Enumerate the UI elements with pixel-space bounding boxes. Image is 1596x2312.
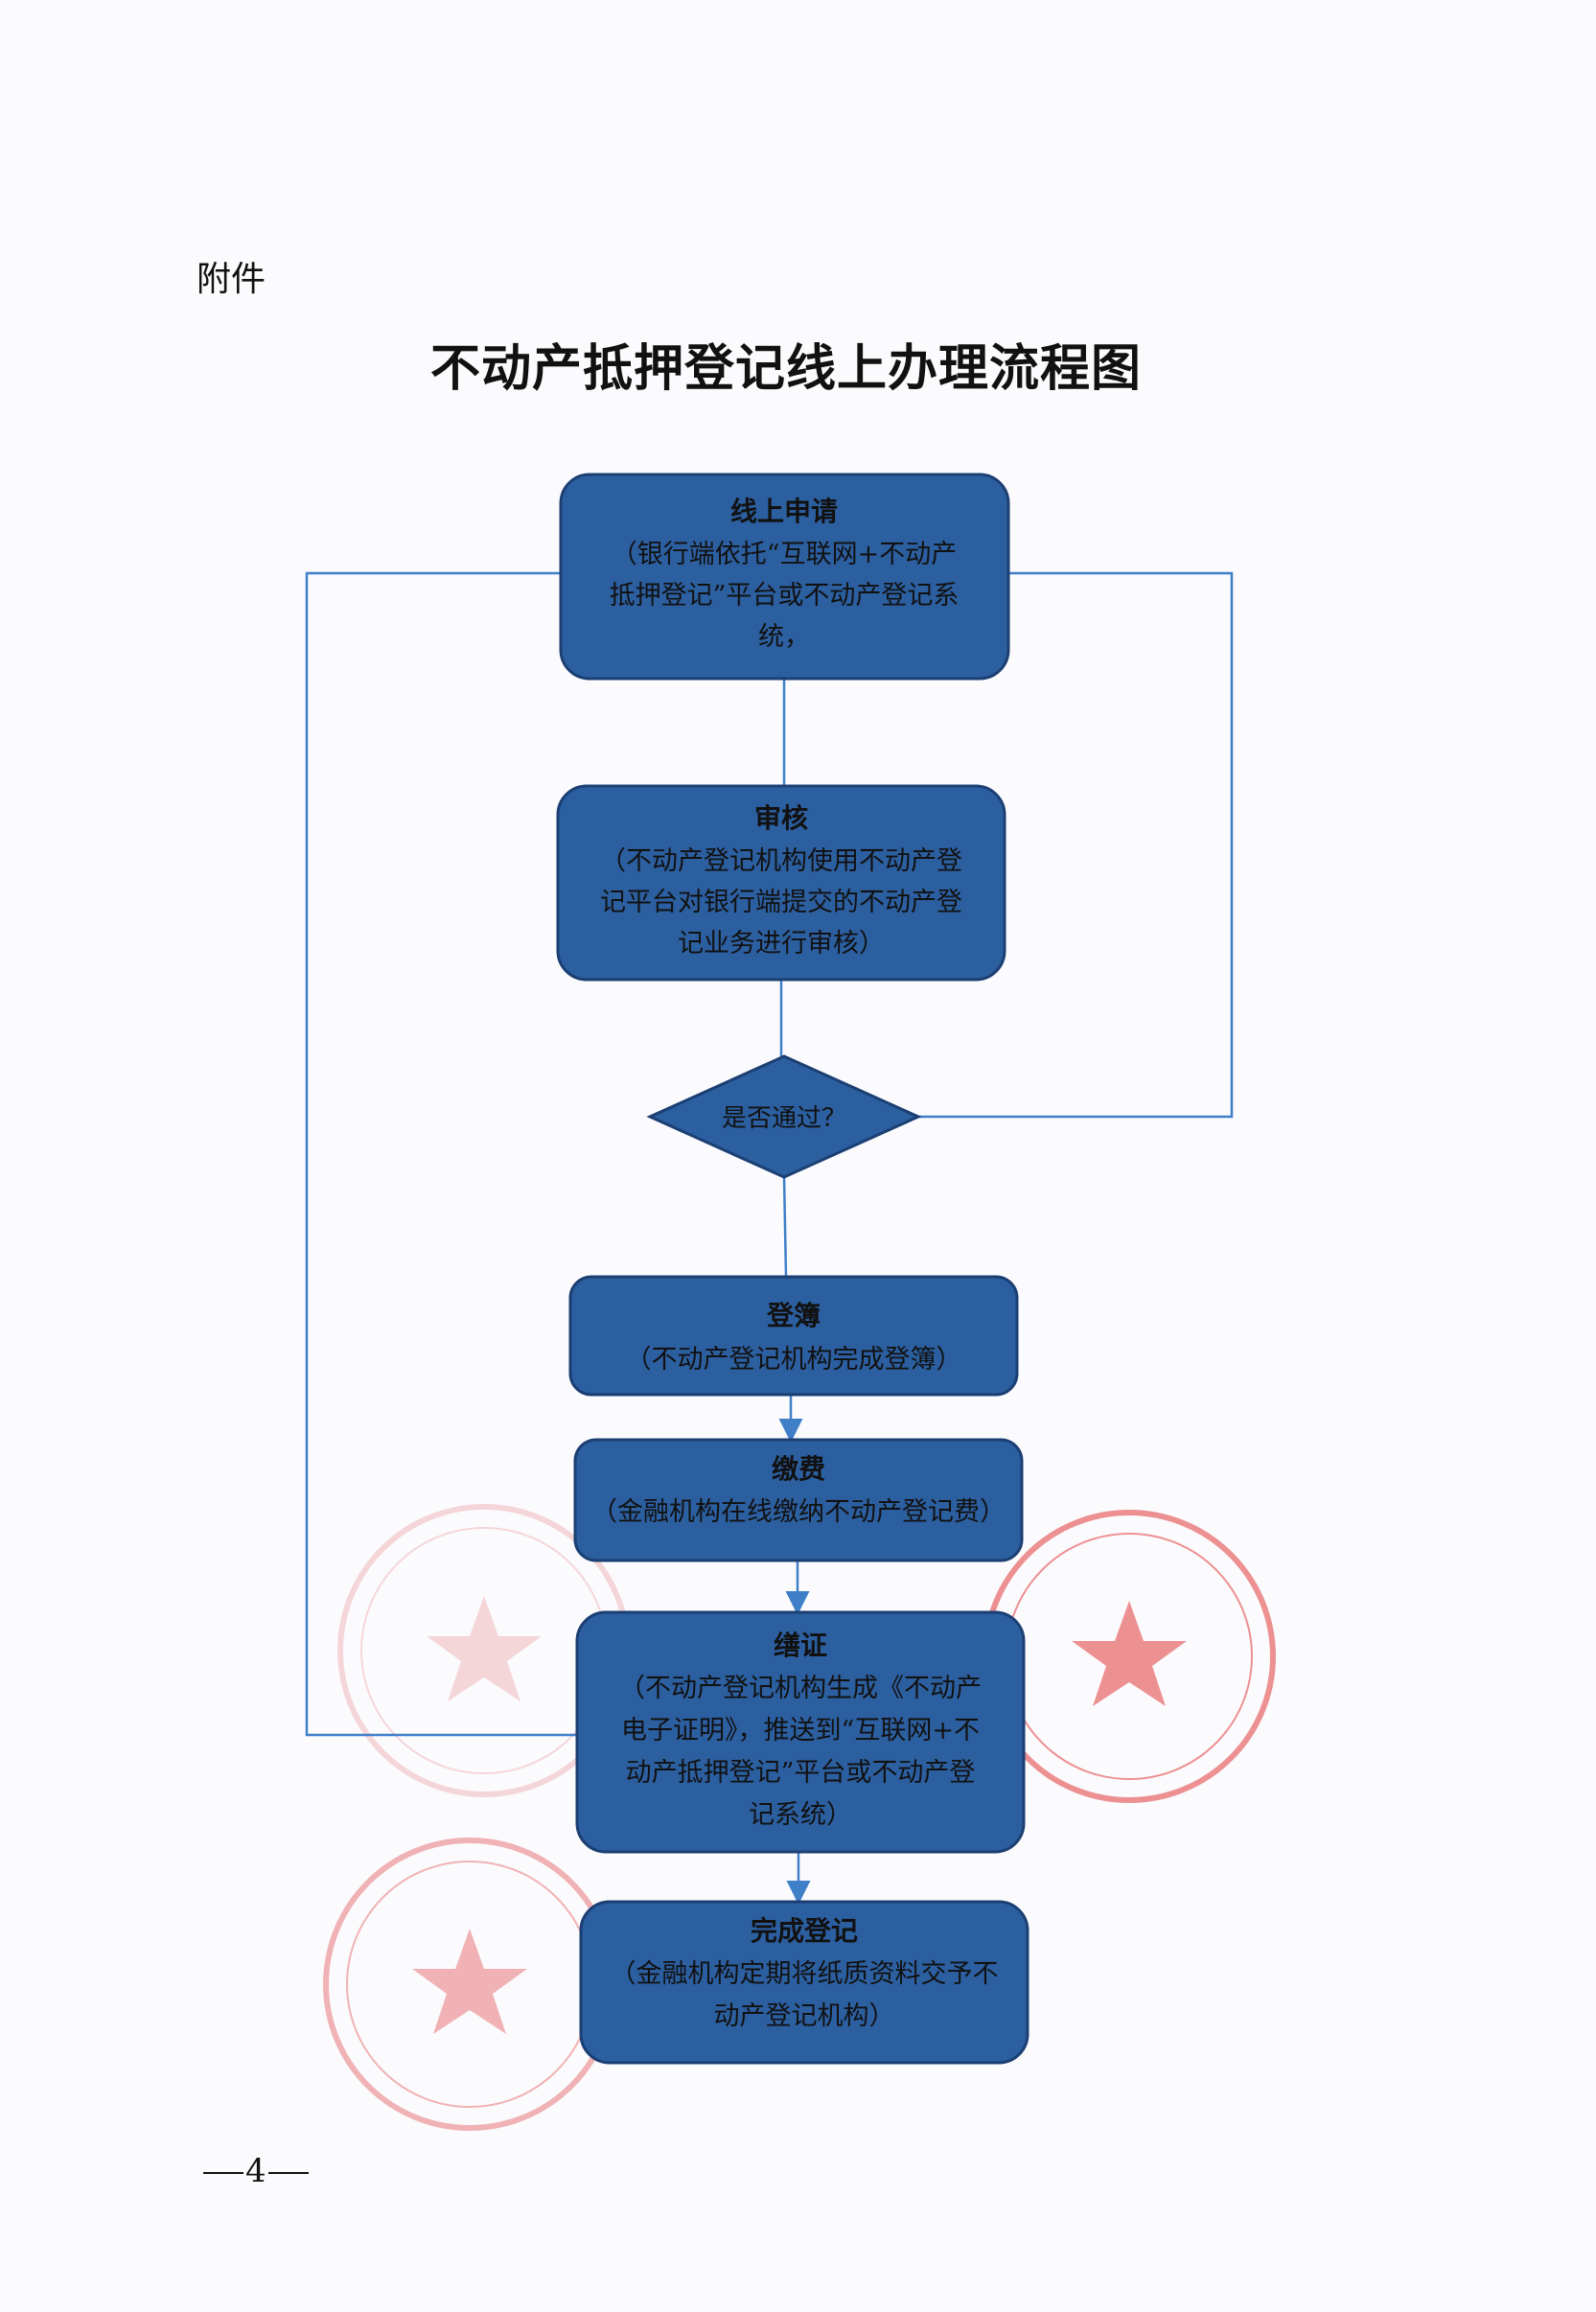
node-register-line: （不动产登记机构完成登簿） <box>626 1345 962 1375</box>
node-review-line: 记平台对银行端提交的不动产登 <box>600 888 962 917</box>
node-apply-line: 统， <box>758 622 810 652</box>
connectors <box>305 571 1234 1905</box>
node-apply: 线上申请 （银行端依托“互联网+不动产 抵押登记”平台或不动产登记系 统， <box>559 473 1010 681</box>
node-register: 登簿 （不动产登记机构完成登簿） <box>568 1275 1019 1397</box>
node-certificate-line: 电子证明》，推送到“互联网+不 <box>621 1716 980 1746</box>
node-certificate-line: 记系统） <box>749 1800 852 1830</box>
node-complete-line: 动产登记机构） <box>714 2001 895 2031</box>
node-certificate: 缮证 （不动产登记机构生成《不动产 电子证明》，推送到“互联网+不 动产抵押登记… <box>575 1610 1026 1854</box>
node-apply-line: （银行端依托“互联网+不动产 <box>612 540 957 569</box>
node-review-line: （不动产登记机构使用不动产登 <box>600 846 962 876</box>
natural-resources-bureau-seal <box>983 1510 1276 1803</box>
node-pay-line: （金融机构在线缴纳不动产登记费） <box>591 1497 1006 1527</box>
page-title: 不动产抵押登记线上办理流程图 <box>429 339 1142 398</box>
node-pay-title: 缴费 <box>772 1453 825 1485</box>
connector-decision-fail-loop <box>909 571 1234 1119</box>
node-pay: 缴费 （金融机构在线缴纳不动产登记费） <box>573 1438 1024 1562</box>
page-number-value: 4 <box>245 2152 266 2190</box>
node-decision-label: 是否通过？ <box>722 1104 846 1133</box>
node-review: 审核 （不动产登记机构使用不动产登 记平台对银行端提交的不动产登 记业务进行审核… <box>556 784 1006 982</box>
node-complete-title: 完成登记 <box>751 1915 858 1947</box>
node-decision: 是否通过？ <box>646 1054 922 1179</box>
node-apply-title: 线上申请 <box>730 496 838 527</box>
node-register-title: 登簿 <box>766 1300 821 1331</box>
node-complete-line: （金融机构定期将纸质资料交予不 <box>611 1959 999 1989</box>
node-certificate-title: 缮证 <box>774 1630 827 1661</box>
node-apply-line: 抵押登记”平台或不动产登记系 <box>610 581 960 611</box>
attachment-label: 附件 <box>197 260 266 299</box>
connector-certificate-loop <box>305 571 577 1737</box>
node-certificate-line: 动产抵押登记”平台或不动产登 <box>626 1758 976 1788</box>
connector-decision-register <box>782 1176 788 1278</box>
node-complete: 完成登记 （金融机构定期将纸质资料交予不 动产登记机构） <box>579 1900 1029 2065</box>
node-certificate-line: （不动产登记机构生成《不动产 <box>619 1674 982 1703</box>
node-review-line: 记业务进行审核） <box>678 929 885 959</box>
administrative-service-seal <box>323 1838 616 2131</box>
page-number: 4 <box>201 2152 311 2190</box>
node-review-title: 审核 <box>754 802 808 834</box>
